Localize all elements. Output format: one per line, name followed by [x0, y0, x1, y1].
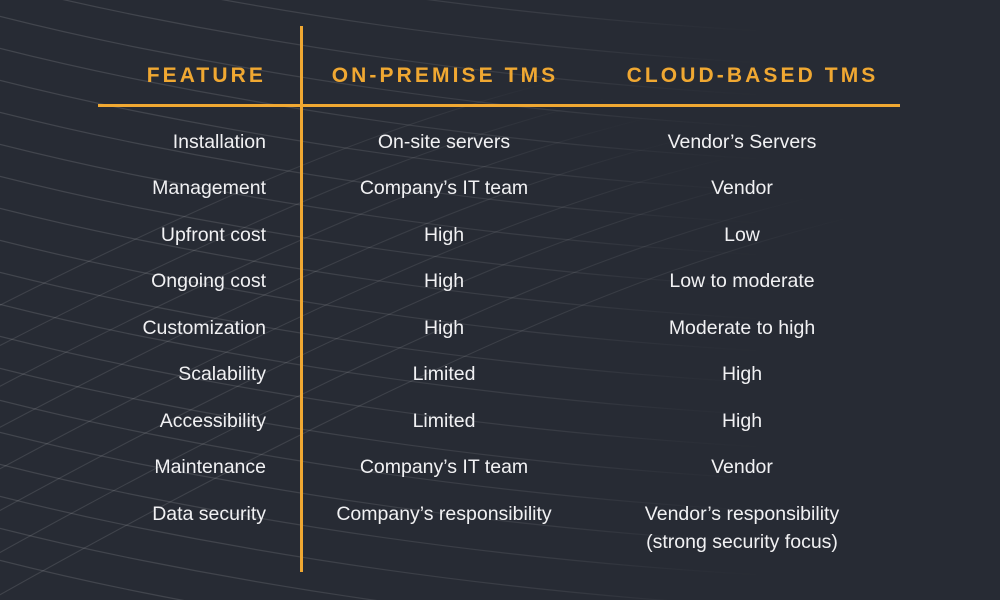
table-row: Accessibility Limited High	[0, 407, 1000, 454]
table-row: Maintenance Company’s IT team Vendor	[0, 453, 1000, 500]
cell-feature: Customization	[142, 316, 266, 339]
cell-feature: Upfront cost	[160, 223, 266, 246]
cell-on-premise: Limited	[412, 363, 476, 386]
column-divider-vertical	[300, 26, 303, 572]
cell-cloud: Moderate to high	[668, 316, 816, 339]
cell-feature: Scalability	[178, 363, 266, 386]
cell-cloud: Low	[724, 223, 760, 246]
cell-on-premise: Company’s IT team	[359, 456, 529, 479]
cell-on-premise: High	[423, 270, 465, 293]
cell-feature: Installation	[172, 130, 266, 153]
table-row: Management Company’s IT team Vendor	[0, 174, 1000, 221]
cell-cloud: High	[721, 363, 763, 386]
cell-on-premise: Company’s responsibility	[336, 502, 552, 525]
table-row: Data security Company’s responsibility Ven…	[0, 500, 1000, 553]
cell-on-premise: Company’s IT team	[359, 177, 529, 200]
cell-cloud: Vendor’s responsibility (strong security…	[644, 502, 840, 553]
cell-on-premise: Limited	[412, 409, 476, 432]
column-header-cloud-based-tms: CLOUD-BASED TMS	[626, 64, 879, 87]
cell-cloud: Vendor	[711, 177, 773, 200]
column-header-feature: FEATURE	[146, 64, 266, 87]
table-row: Scalability Limited High	[0, 360, 1000, 407]
cell-feature: Management	[152, 177, 266, 200]
table-row: Upfront cost High Low	[0, 221, 1000, 268]
table-row: Ongoing cost High Low to moderate	[0, 267, 1000, 314]
cell-on-premise: On-site servers	[377, 130, 511, 153]
cell-cloud: Vendor’s Servers	[667, 130, 817, 153]
column-header-on-premise-tms: ON-PREMISE TMS	[331, 64, 559, 87]
cell-cloud: Vendor	[711, 456, 773, 479]
cell-on-premise: High	[423, 316, 465, 339]
cell-on-premise: High	[423, 223, 465, 246]
cell-feature: Maintenance	[154, 456, 266, 479]
table-header-row: FEATURE ON-PREMISE TMS CLOUD-BASED TMS	[0, 58, 1000, 94]
cell-feature: Accessibility	[159, 409, 266, 432]
cell-feature: Ongoing cost	[151, 270, 266, 293]
header-divider-horizontal	[98, 104, 900, 107]
cell-cloud: High	[721, 409, 763, 432]
table-row: Customization High Moderate to high	[0, 314, 1000, 361]
cell-feature: Data security	[152, 502, 266, 525]
table-row: Installation On-site servers Vendor’s Serv…	[0, 128, 1000, 175]
cell-cloud: Low to moderate	[669, 270, 815, 293]
